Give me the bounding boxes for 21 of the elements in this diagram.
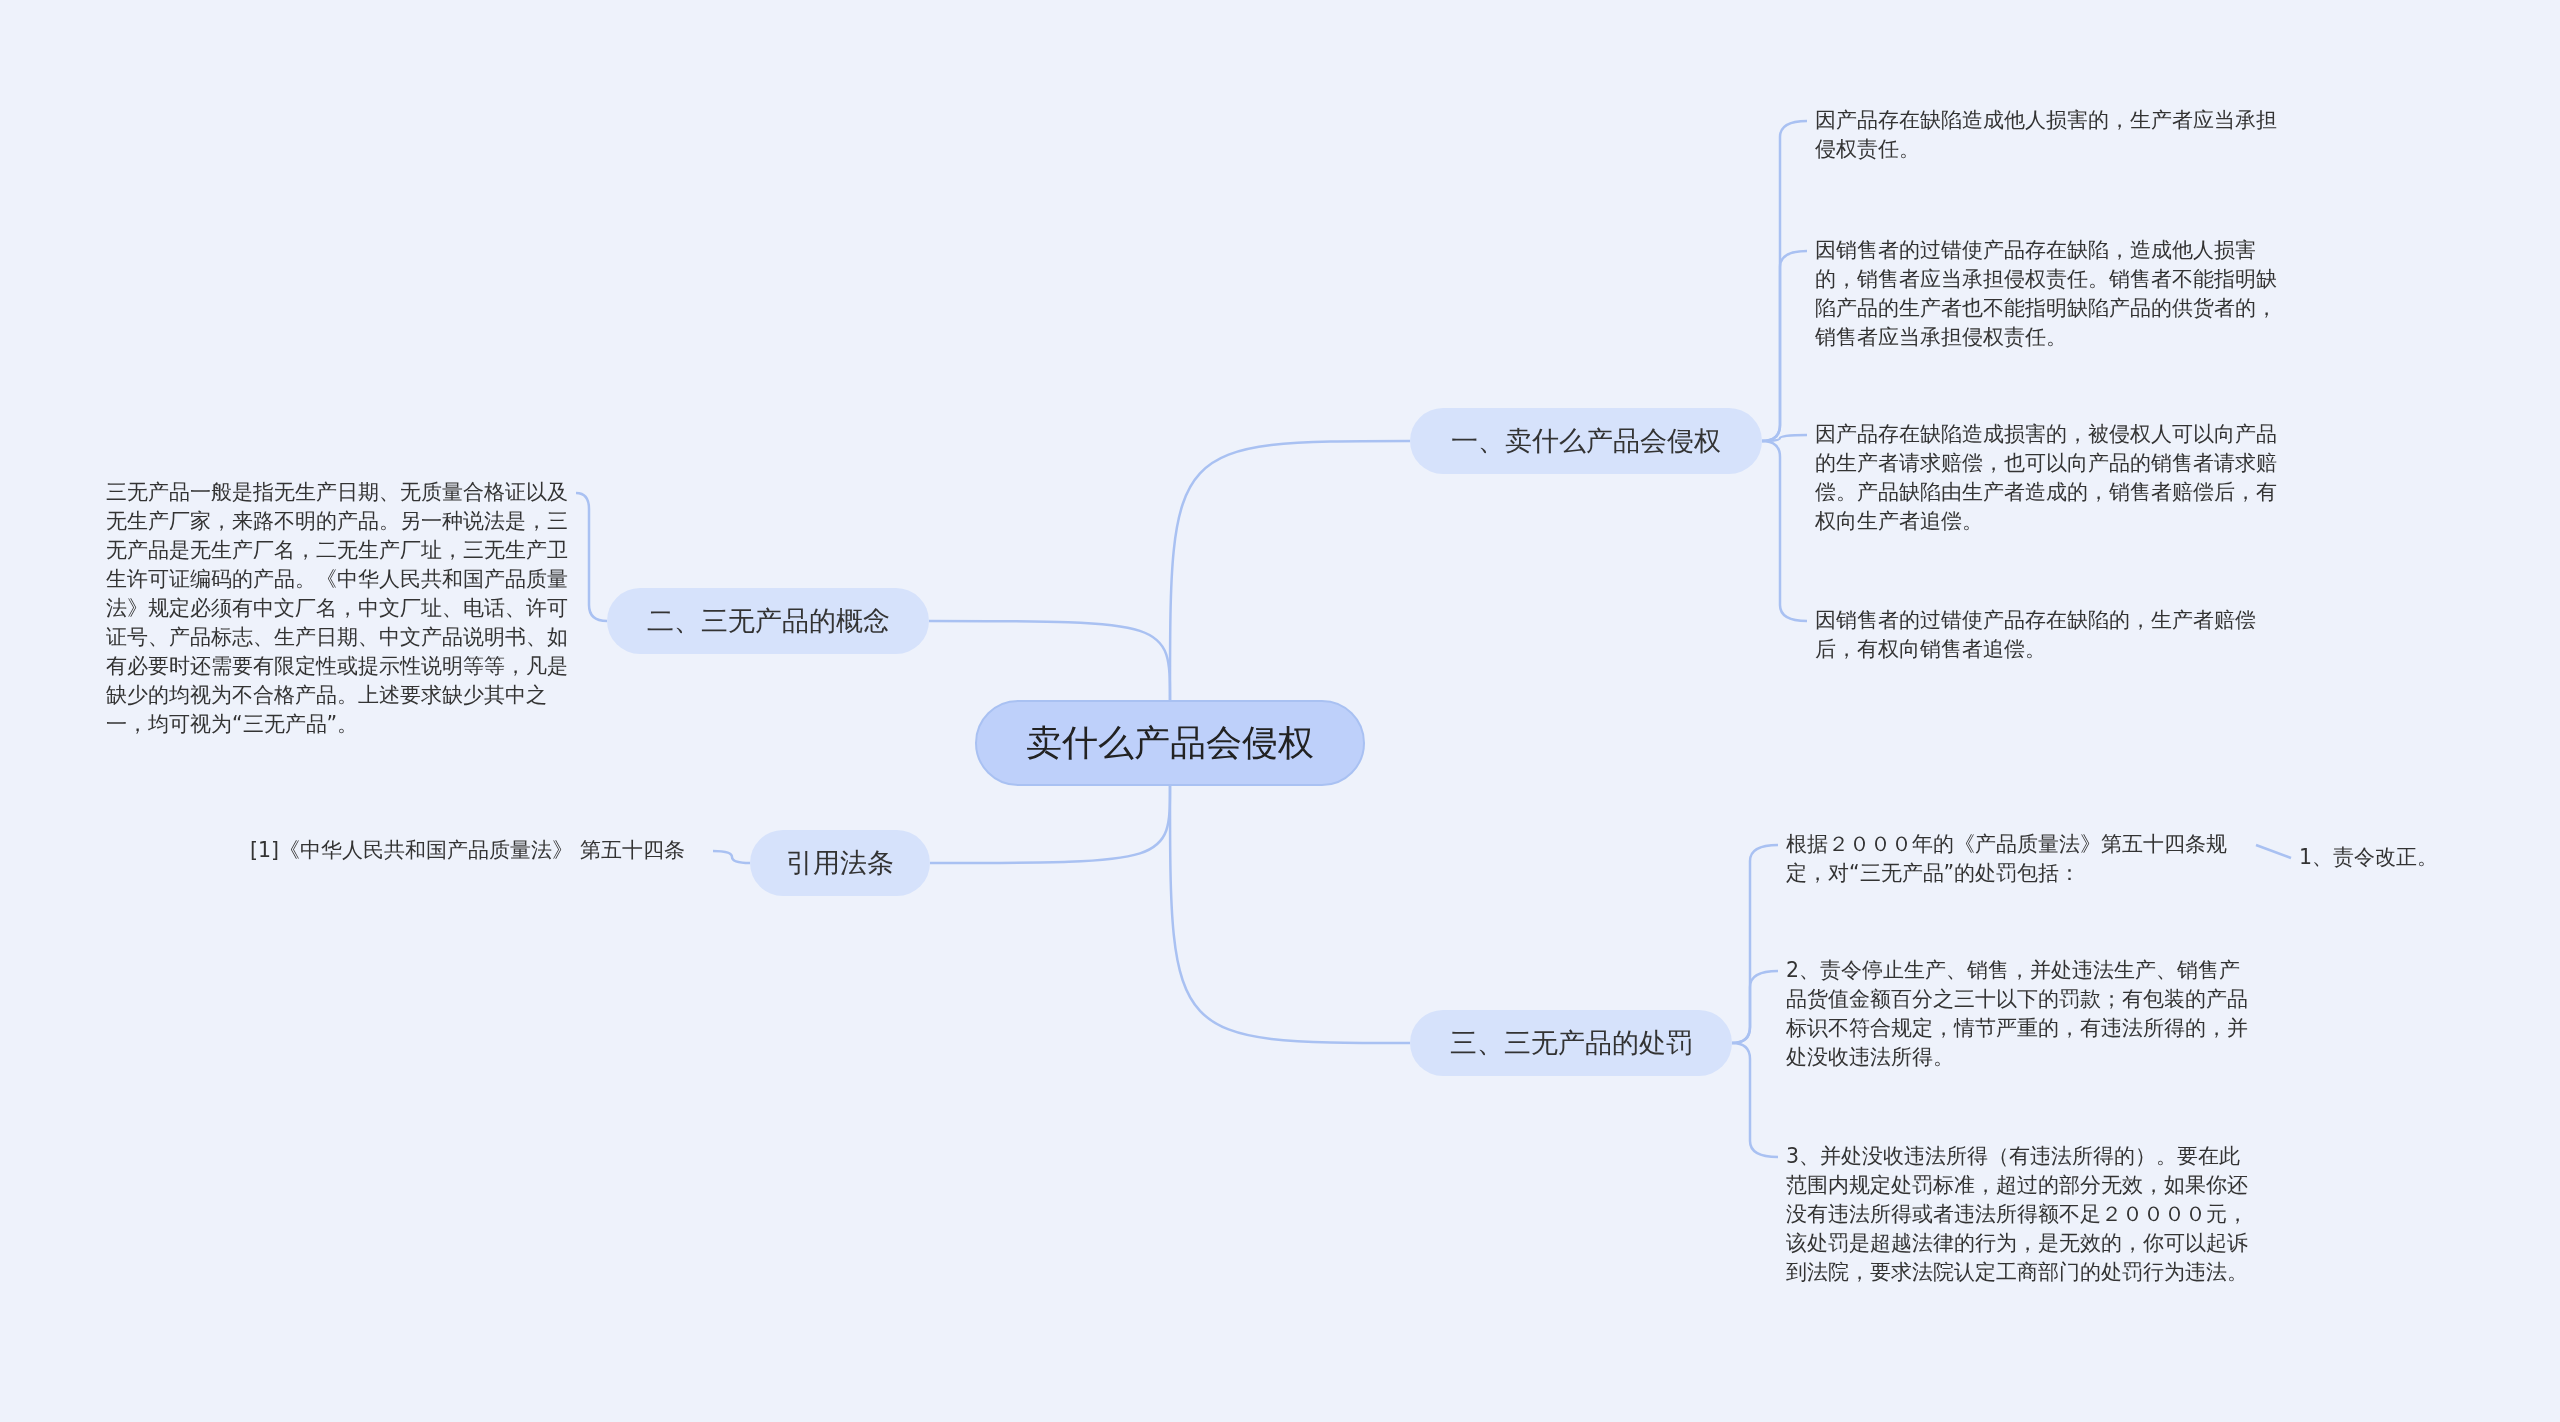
note-text: 3、并处没收违法所得（有违法所得的）。要在此范围内规定处罚标准，超过的部分无效，如果你还没有违法所得或者违法所得额不足２００００元，该处罚是超越法律的行为，是无效的，你可以起诉到法院，要求法院认定工商部门的处罚行为违法。 bbox=[1786, 1142, 2248, 1287]
connector-line bbox=[929, 619, 1172, 700]
note-text: 因产品存在缺陷造成损害的，被侵权人可以向产品的生产者请求赔偿，也可以向产品的销售者请求赔偿。产品缺陷由生产者造成的，销售者赔偿后，有权向生产者追偿。 bbox=[1815, 420, 2285, 536]
note-text: 因产品存在缺陷造成他人损害的，生产者应当承担侵权责任。 bbox=[1815, 106, 2285, 164]
connector-line bbox=[713, 849, 751, 865]
note-text: 1、责令改正。 bbox=[2299, 843, 2489, 872]
topic-pill: 二、三无产品的概念 bbox=[607, 588, 929, 654]
note-text: [1]《中华人民共和国产品质量法》 第五十四条 bbox=[250, 836, 705, 865]
topic-pill: 引用法条 bbox=[750, 830, 930, 896]
connector-line bbox=[1761, 439, 1808, 623]
central-topic: 卖什么产品会侵权 bbox=[975, 700, 1365, 786]
note-text: 因销售者的过错使产品存在缺陷的，生产者赔偿后，有权向销售者追偿。 bbox=[1815, 606, 2285, 664]
topic-pill: 一、卖什么产品会侵权 bbox=[1410, 408, 1762, 474]
note-text: 三无产品一般是指无生产日期、无质量合格证以及无生产厂家，来路不明的产品。另一种说法是，三无产品是无生产厂名，二无生产厂址，三无生产卫生许可证编码的产品。《中华人民共和国产品质量法》规定必须有中文厂名，中文厂址、电话、许可证号、产品标志、生产日期、中文产品说明书、如有必要时还需要有限定性或提示性说明等等，凡是缺少的均视为不合格产品。上述要求缺少其中之一，均可视为“三无产品”。 bbox=[106, 478, 568, 739]
connector-line bbox=[1168, 786, 1410, 1045]
connector-line bbox=[2255, 843, 2292, 860]
topic-pill: 三、三无产品的处罚 bbox=[1410, 1010, 1732, 1076]
connector-line bbox=[575, 491, 608, 623]
note-text: 根据２０００年的《产品质量法》第五十四条规定，对“三无产品”的处罚包括： bbox=[1786, 830, 2248, 888]
note-text: 因销售者的过错使产品存在缺陷，造成他人损害的，销售者应当承担侵权责任。销售者不能指明缺陷产品的生产者也不能指明缺陷产品的供货者的，销售者应当承担侵权责任。 bbox=[1815, 236, 2285, 352]
note-text: 2、责令停止生产、销售，并处违法生产、销售产品货值金额百分之三十以下的罚款；有包装的产品标识不符合规定，情节严重的，有违法所得的，并处没收违法所得。 bbox=[1786, 956, 2248, 1072]
